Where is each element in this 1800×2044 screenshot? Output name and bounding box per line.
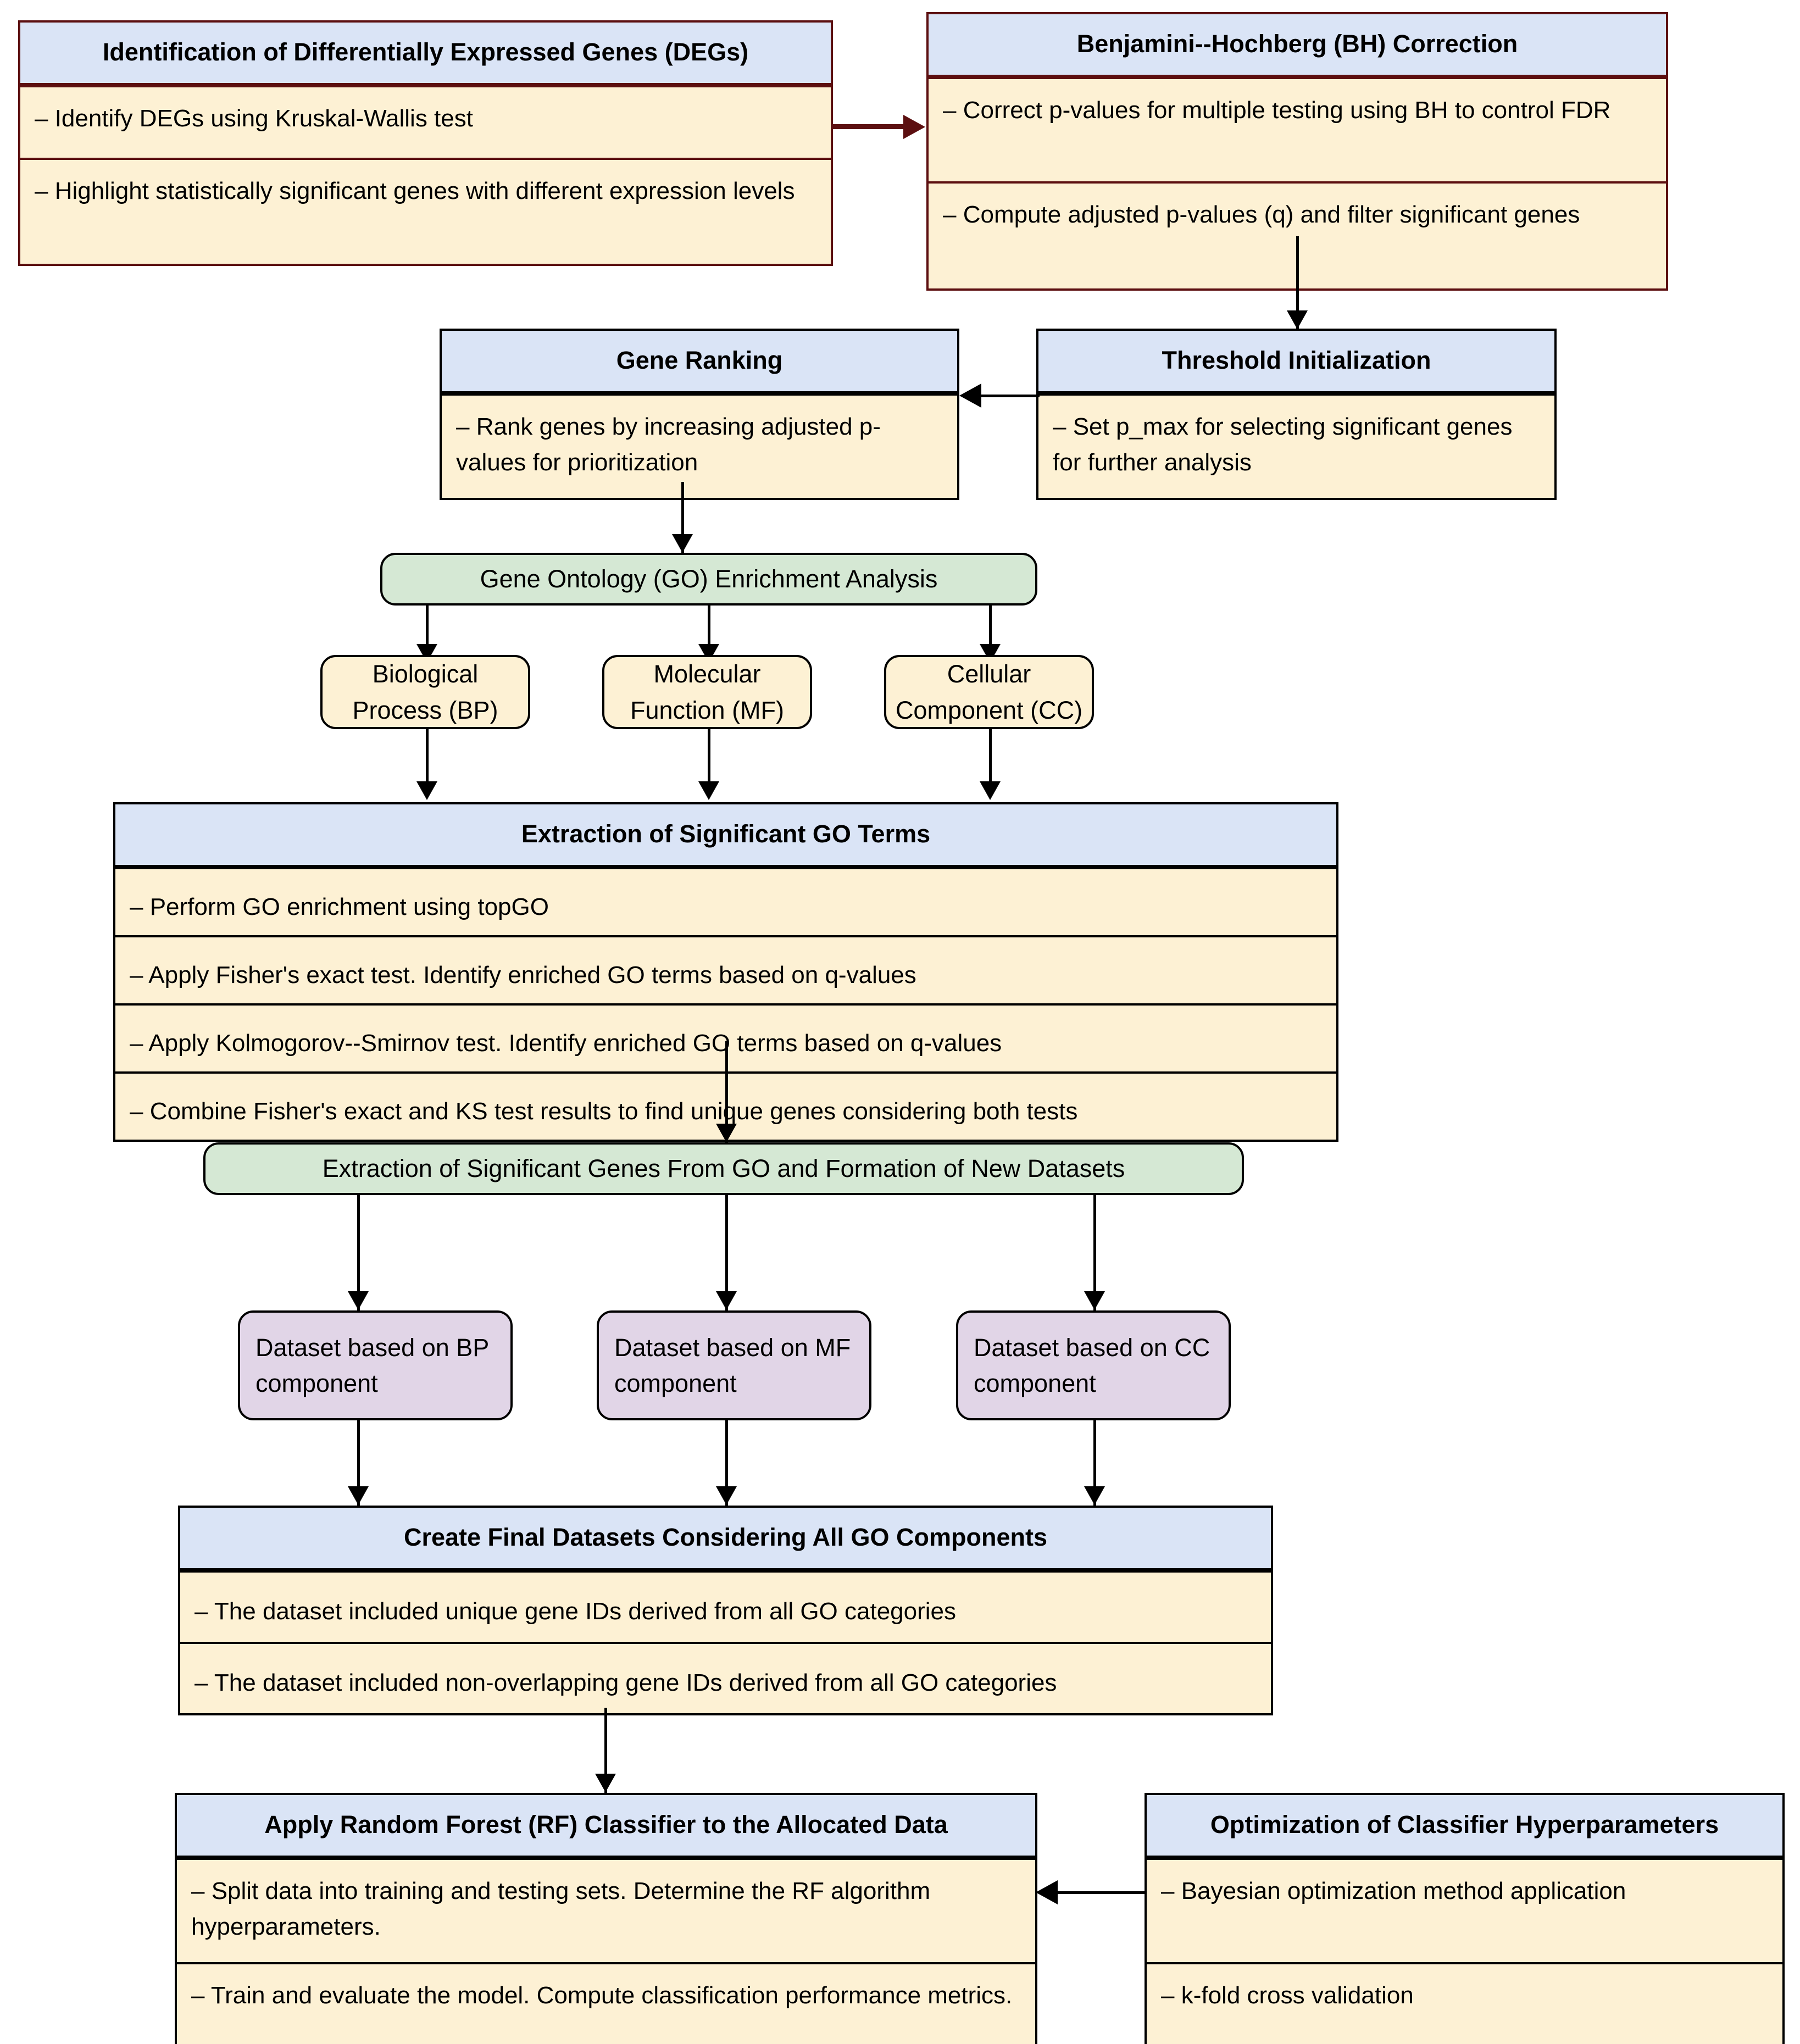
node-bp-title: Biological Process (BP) bbox=[352, 660, 498, 724]
node-go-terms-title: Extraction of Significant GO Terms bbox=[115, 804, 1336, 868]
edge-deg-to-bh-arrowhead bbox=[903, 115, 925, 139]
node-final-datasets-row-0: – The dataset included unique gene IDs d… bbox=[180, 1570, 1271, 1642]
edge-threshold-to-gene-ranking bbox=[981, 395, 1040, 397]
edge-bh-to-threshold-arrowhead bbox=[1287, 310, 1308, 329]
edge-mf-to-go-terms bbox=[708, 729, 710, 790]
node-optimization-title: Optimization of Classifier Hyperparamete… bbox=[1147, 1795, 1782, 1858]
node-deg-row-0: – Identify DEGs using Kruskal-Wallis tes… bbox=[20, 85, 831, 158]
edge-ds-cc-to-final-arrowhead bbox=[1084, 1486, 1105, 1505]
node-go-enrichment-title: Gene Ontology (GO) Enrichment Analysis bbox=[480, 565, 938, 593]
edge-extract-to-ds-bp-arrowhead bbox=[348, 1291, 369, 1310]
edge-ds-cc-to-final bbox=[1093, 1420, 1096, 1506]
edge-ds-bp-to-final bbox=[357, 1420, 360, 1506]
node-bh-title: Benjamini--Hochberg (BH) Correction bbox=[929, 14, 1666, 77]
edge-go-terms-to-extract bbox=[725, 1041, 728, 1143]
node-cc[interactable]: Cellular Component (CC) bbox=[884, 655, 1094, 729]
edge-extract-to-ds-cc-arrowhead bbox=[1084, 1291, 1105, 1310]
edge-extract-to-ds-mf-arrowhead bbox=[716, 1291, 737, 1310]
node-go-terms-row-1: – Apply Fisher's exact test. Identify en… bbox=[115, 935, 1336, 1004]
node-mf[interactable]: Molecular Function (MF) bbox=[602, 655, 812, 729]
edge-threshold-to-gene-ranking-arrowhead bbox=[959, 384, 981, 408]
edge-ds-mf-to-final-arrowhead bbox=[716, 1486, 737, 1505]
edge-gene-ranking-to-go bbox=[681, 482, 684, 553]
node-bh[interactable]: Benjamini--Hochberg (BH) Correction – Co… bbox=[926, 12, 1668, 291]
node-mf-title: Molecular Function (MF) bbox=[630, 660, 785, 724]
node-deg-row-1: – Highlight statistically significant ge… bbox=[20, 158, 831, 264]
edge-go-terms-to-extract-arrowhead bbox=[716, 1124, 737, 1142]
edge-optimization-to-rf-arrowhead bbox=[1036, 1880, 1058, 1904]
edge-gene-ranking-to-go-arrowhead bbox=[672, 534, 693, 553]
edge-go-to-cc bbox=[989, 606, 992, 663]
node-random-forest-row-1: – Train and evaluate the model. Compute … bbox=[177, 1962, 1035, 2044]
edge-extract-to-ds-cc bbox=[1093, 1195, 1096, 1310]
node-extract-genes-title: Extraction of Significant Genes From GO … bbox=[322, 1154, 1125, 1183]
node-threshold-title: Threshold Initialization bbox=[1038, 331, 1554, 394]
edge-bh-to-threshold bbox=[1296, 236, 1299, 330]
node-optimization-row-1: – k-fold cross validation bbox=[1147, 1962, 1782, 2044]
node-deg[interactable]: Identification of Differentially Express… bbox=[18, 20, 833, 266]
edge-final-to-rf bbox=[604, 1708, 607, 1793]
edge-ds-mf-to-final bbox=[725, 1420, 728, 1506]
node-bp[interactable]: Biological Process (BP) bbox=[320, 655, 530, 729]
node-gene-ranking-title: Gene Ranking bbox=[442, 331, 957, 394]
edge-extract-to-ds-mf bbox=[725, 1195, 728, 1310]
edge-optimization-to-rf bbox=[1058, 1891, 1146, 1894]
edge-bp-to-go-terms bbox=[426, 729, 429, 790]
node-cc-title: Cellular Component (CC) bbox=[895, 660, 1083, 724]
edge-go-to-bp bbox=[426, 606, 429, 663]
node-dataset-cc-title: Dataset based on CC component bbox=[974, 1333, 1210, 1397]
edge-final-to-rf-arrowhead bbox=[595, 1774, 616, 1792]
node-optimization-row-0: – Bayesian optimization method applicati… bbox=[1147, 1858, 1782, 1963]
edge-cc-to-go-terms bbox=[989, 729, 992, 790]
node-go-enrichment[interactable]: Gene Ontology (GO) Enrichment Analysis bbox=[380, 553, 1037, 606]
node-final-datasets-row-1: – The dataset included non-overlapping g… bbox=[180, 1642, 1271, 1714]
node-dataset-bp[interactable]: Dataset based on BP component bbox=[238, 1310, 513, 1420]
node-threshold-row-0: – Set p_max for selecting significant ge… bbox=[1038, 393, 1554, 498]
node-final-datasets[interactable]: Create Final Datasets Considering All GO… bbox=[178, 1506, 1273, 1716]
node-go-terms-row-0: – Perform GO enrichment using topGO bbox=[115, 867, 1336, 936]
edge-deg-to-bh bbox=[833, 124, 903, 129]
node-extract-genes[interactable]: Extraction of Significant Genes From GO … bbox=[203, 1142, 1244, 1195]
node-bh-row-0: – Correct p-values for multiple testing … bbox=[929, 77, 1666, 182]
node-dataset-mf-title: Dataset based on MF component bbox=[614, 1333, 851, 1397]
node-dataset-mf[interactable]: Dataset based on MF component bbox=[597, 1310, 871, 1420]
node-dataset-bp-title: Dataset based on BP component bbox=[255, 1333, 489, 1397]
node-gene-ranking-row-0: – Rank genes by increasing adjusted p-va… bbox=[442, 393, 957, 498]
node-dataset-cc[interactable]: Dataset based on CC component bbox=[956, 1310, 1231, 1420]
edge-go-to-mf bbox=[708, 606, 710, 663]
edge-cc-to-go-terms-arrowhead bbox=[980, 781, 1001, 800]
node-gene-ranking[interactable]: Gene Ranking – Rank genes by increasing … bbox=[440, 329, 959, 501]
node-deg-title: Identification of Differentially Express… bbox=[20, 23, 831, 86]
edge-mf-to-go-terms-arrowhead bbox=[698, 781, 719, 800]
node-final-datasets-title: Create Final Datasets Considering All GO… bbox=[180, 1508, 1271, 1571]
edge-ds-bp-to-final-arrowhead bbox=[348, 1486, 369, 1505]
edge-bp-to-go-terms-arrowhead bbox=[416, 781, 437, 800]
node-random-forest-row-0: – Split data into training and testing s… bbox=[177, 1858, 1035, 1963]
node-optimization[interactable]: Optimization of Classifier Hyperparamete… bbox=[1145, 1793, 1785, 2044]
edge-extract-to-ds-bp bbox=[357, 1195, 360, 1310]
node-threshold[interactable]: Threshold Initialization – Set p_max for… bbox=[1036, 329, 1557, 501]
node-random-forest[interactable]: Apply Random Forest (RF) Classifier to t… bbox=[175, 1793, 1037, 2044]
node-random-forest-title: Apply Random Forest (RF) Classifier to t… bbox=[177, 1795, 1035, 1858]
